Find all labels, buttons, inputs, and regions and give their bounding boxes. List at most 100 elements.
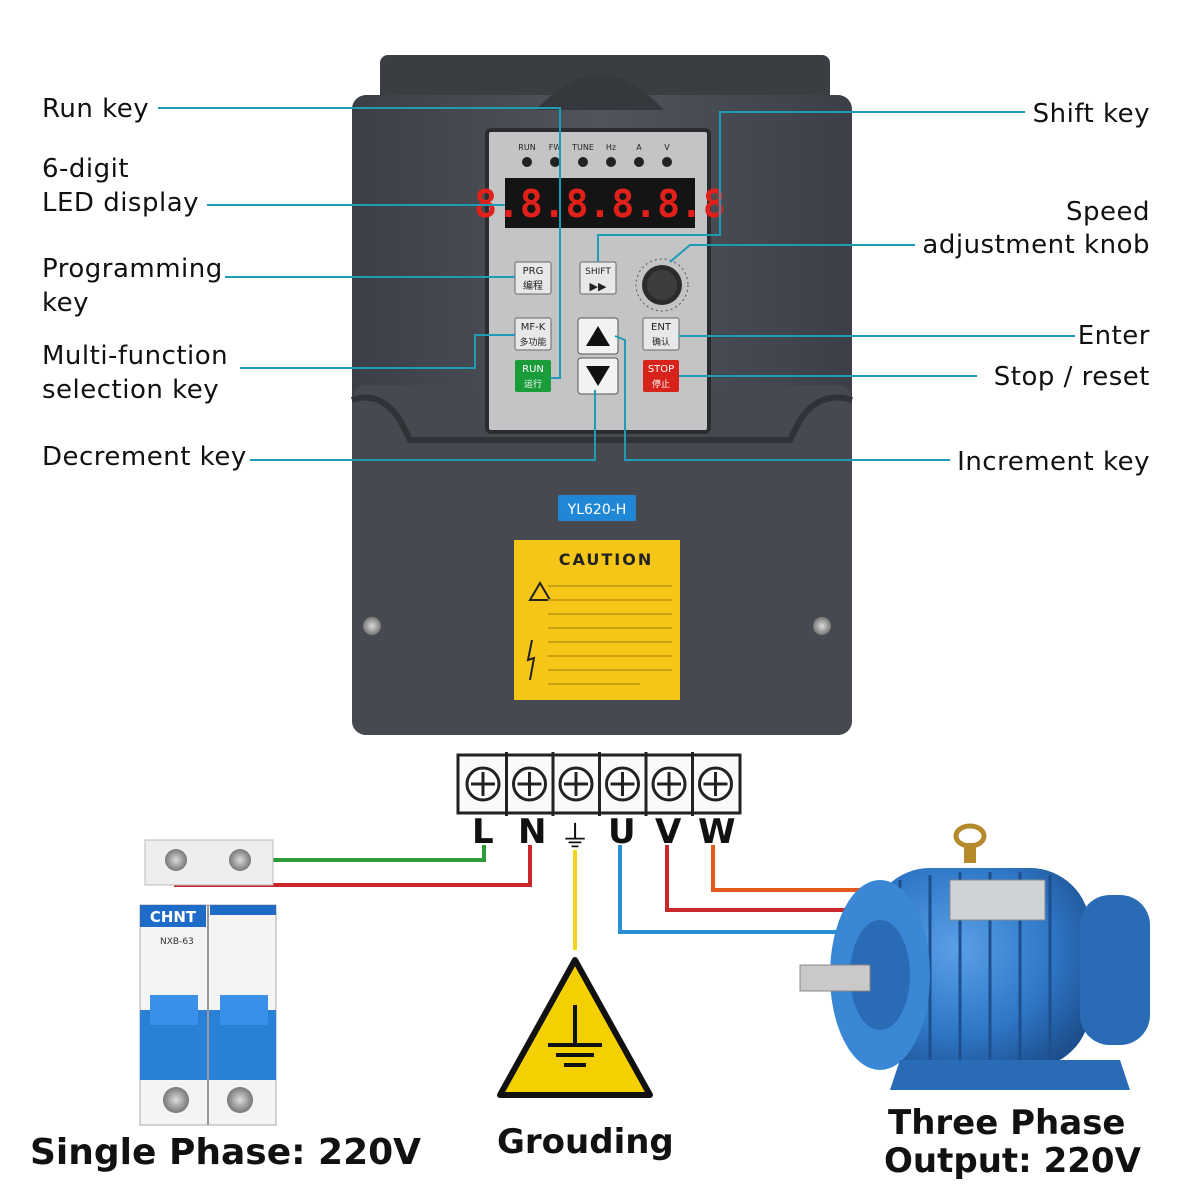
indicator-led-icon — [578, 157, 588, 167]
housing-screw-icon — [813, 617, 831, 635]
label-stop-reset: Stop / reset — [993, 362, 1150, 392]
label-led-display-line2: LED display — [42, 188, 200, 218]
terminal-v-label: V — [655, 812, 682, 852]
run-label: RUN — [522, 364, 544, 375]
control-panel: 8.8.8.8.8.8 RUN FW TUNE Hz A V PRG 编程 SHIFT ▶… — [474, 128, 726, 434]
ent-button[interactable]: ENT 确认 — [642, 317, 680, 351]
label-multi-function-line1: Multi-function — [42, 341, 229, 371]
terminal-screw-icon — [605, 766, 640, 802]
indicator-label: V — [664, 143, 670, 152]
indicator-label: TUNE — [571, 143, 594, 152]
down-arrow-icon — [586, 366, 610, 386]
terminal-n-label: N — [518, 812, 547, 852]
screw-icon — [229, 849, 251, 871]
wire-l — [240, 845, 486, 862]
terminal-ground-label: ⏚ — [560, 820, 590, 855]
indicator-led-icon — [634, 157, 644, 167]
caption-three-phase-line1: Three Phase — [888, 1103, 1126, 1143]
prg-cn-label: 编程 — [523, 279, 543, 292]
callout-decrement — [250, 390, 596, 461]
indicator-led-icon — [522, 157, 532, 167]
callout-mfk — [240, 334, 515, 369]
label-decrement-key: Decrement key — [42, 442, 247, 472]
label-programming-key-line2: key — [42, 288, 90, 318]
indicator-label: A — [636, 143, 642, 152]
ent-cn-label: 确认 — [652, 336, 670, 348]
mfk-label: MF-K — [521, 322, 546, 333]
label-speed-knob-line2: adjustment knob — [922, 230, 1150, 260]
caution-title: CAUTION — [559, 550, 653, 569]
terminal-screw-icon — [651, 766, 687, 802]
mfk-cn-label: 多功能 — [519, 336, 546, 348]
terminal-w-label: W — [698, 812, 736, 852]
callout-knob — [669, 244, 915, 263]
label-speed-knob-line1: Speed — [1065, 197, 1150, 227]
warning-triangle-icon — [528, 581, 552, 601]
caption-grounding: Grouding — [497, 1122, 674, 1162]
mfk-button[interactable]: MF-K 多功能 — [514, 317, 552, 351]
screw-icon — [165, 849, 187, 871]
indicator-label: Hz — [606, 143, 616, 152]
breaker-brand: CHNT — [150, 908, 197, 926]
prg-label: PRG — [523, 266, 544, 277]
caption-single-phase: Single Phase: 220V — [30, 1132, 422, 1173]
shift-button[interactable]: SHIFT ▶▶ — [579, 261, 617, 295]
indicator-led-icon — [606, 157, 616, 167]
label-enter: Enter — [1077, 321, 1150, 351]
wire-v — [665, 845, 845, 912]
label-increment-key: Increment key — [957, 447, 1150, 477]
shift-arrows-icon: ▶▶ — [590, 280, 607, 293]
label-shift-key: Shift key — [1032, 99, 1150, 129]
model-badge: YL620-H — [558, 495, 636, 521]
decrement-button[interactable] — [577, 357, 619, 395]
terminal-screw-icon — [698, 766, 733, 802]
indicator-led-icon — [662, 157, 672, 167]
terminal-u-label: U — [608, 812, 636, 852]
indicator-led-icon — [550, 157, 560, 167]
wires — [174, 845, 860, 950]
shift-label: SHIFT — [585, 267, 611, 277]
wire-w — [711, 845, 860, 892]
label-programming-key-line1: Programming — [42, 254, 223, 284]
increment-button[interactable] — [577, 317, 619, 355]
caption-three-phase-line2: Output: 220V — [884, 1141, 1141, 1181]
led-display — [505, 178, 695, 228]
screw-icon — [227, 1087, 253, 1113]
callout-increment — [614, 335, 950, 461]
lightning-icon — [526, 639, 536, 681]
led-display-text: 8.8.8.8.8.8 — [474, 182, 726, 226]
indicator-label: FW — [549, 143, 562, 152]
callout-shift — [597, 111, 1025, 262]
housing-screw-icon — [363, 617, 381, 635]
label-multi-function-line2: selection key — [42, 375, 220, 405]
up-arrow-icon — [586, 326, 610, 346]
terminal-screw-icon — [512, 766, 547, 802]
terminal-block — [456, 752, 742, 816]
stop-button[interactable]: STOP 停止 — [643, 360, 679, 392]
breaker-model: NXB-63 — [160, 937, 194, 947]
caution-label: CAUTION — [514, 540, 680, 700]
callout-lines — [158, 107, 1075, 461]
ent-label: ENT — [651, 322, 672, 333]
terminal-screw-icon — [558, 766, 594, 802]
prg-button[interactable]: PRG 编程 — [514, 261, 552, 295]
run-cn-label: 运行 — [524, 378, 542, 390]
indicator-label: RUN — [518, 143, 535, 152]
three-phase-motor — [799, 823, 1150, 1090]
indicator-row: RUN FW TUNE Hz A V — [518, 143, 672, 167]
wire-u — [618, 845, 840, 934]
terminal-l-label: L — [472, 812, 494, 852]
stop-label: STOP — [648, 364, 674, 375]
screw-icon — [163, 1087, 189, 1113]
callout-run — [158, 107, 561, 379]
circuit-breaker: CHNT NXB-63 — [139, 839, 277, 1126]
model-text: YL620-H — [567, 502, 627, 518]
label-run-key: Run key — [42, 94, 150, 124]
speed-knob[interactable] — [635, 258, 689, 312]
stop-cn-label: 停止 — [652, 378, 670, 390]
run-button[interactable]: RUN 运行 — [515, 360, 551, 392]
terminal-screw-icon — [465, 766, 501, 802]
label-led-display-line1: 6-digit — [42, 154, 130, 184]
